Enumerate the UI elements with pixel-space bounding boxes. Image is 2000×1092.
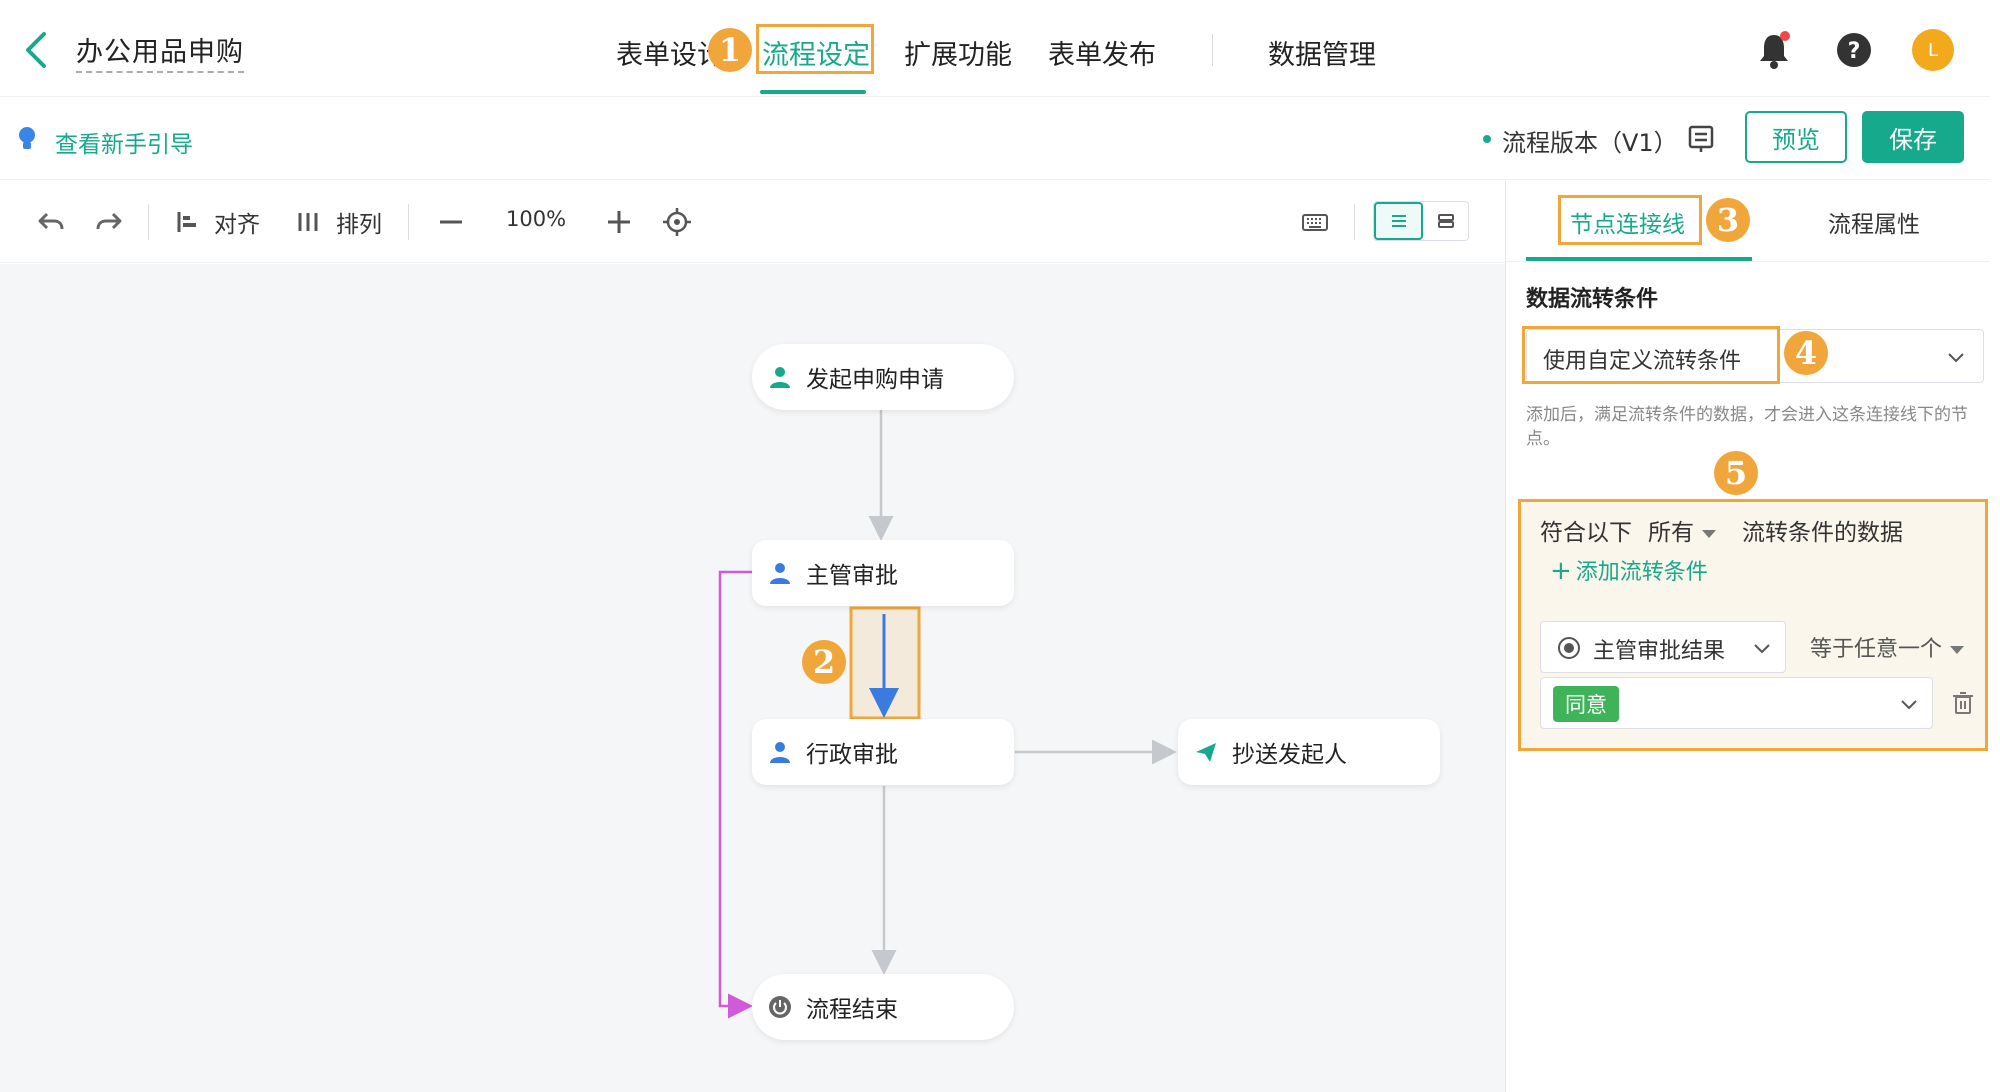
condition-field-select[interactable]: 主管审批结果 [1540, 621, 1786, 673]
approver-icon [770, 742, 790, 763]
power-icon [769, 996, 791, 1018]
step-badge-3: 3 [1706, 198, 1750, 242]
match-scope-value: 所有 [1648, 520, 1694, 546]
help-icon[interactable]: ? [1836, 32, 1872, 68]
preview-button[interactable]: 预览 [1745, 111, 1847, 163]
condition-mode-value: 使用自定义流转条件 [1543, 349, 1742, 374]
step-badge-1: 1 [708, 28, 752, 72]
initiator-icon [770, 367, 790, 388]
toolbar-divider [1354, 204, 1355, 240]
lightbulb-icon [19, 127, 35, 149]
step-badge-2: 2 [802, 640, 846, 684]
match-suffix: 流转条件的数据 [1742, 520, 1903, 546]
chevron-down-icon [1948, 353, 1964, 363]
approver-icon [770, 563, 790, 584]
tab-data-management[interactable]: 数据管理 [1268, 40, 1376, 71]
canvas-toolbar: 对齐 排列 100% [0, 181, 1505, 263]
section-title: 数据流转条件 [1526, 287, 1659, 312]
user-avatar[interactable]: L [1912, 29, 1954, 71]
flow-node-manager-approval[interactable]: 主管审批 [752, 540, 1014, 606]
app-title[interactable]: 办公用品申购 [76, 30, 244, 73]
value-tag[interactable]: 同意 [1553, 686, 1619, 722]
caret-down-icon [1950, 646, 1965, 654]
notification-bell-icon[interactable] [1756, 30, 1792, 70]
step-badge-4: 4 [1784, 331, 1828, 375]
back-arrow-icon[interactable] [22, 28, 52, 72]
tab-node-connector[interactable]: 节点连接线 [1570, 212, 1685, 238]
save-button[interactable]: 保存 [1862, 111, 1964, 163]
view-mode-toggle[interactable] [1373, 201, 1469, 241]
zoom-out-icon[interactable] [436, 207, 466, 237]
caret-down-icon [1702, 529, 1716, 538]
flow-node-admin-approval[interactable]: 行政审批 [752, 719, 1014, 785]
redo-icon[interactable] [94, 207, 124, 237]
condition-hint: 添加后，满足流转条件的数据，才会进入这条连接线下的节点。 [1526, 405, 1968, 449]
step-badge-5: 5 [1714, 451, 1758, 495]
delete-condition-icon[interactable] [1952, 691, 1974, 715]
zoom-in-icon[interactable] [604, 207, 634, 237]
arrange-icon[interactable] [294, 207, 324, 237]
top-bar: 办公用品申购 表单设计 流程设定 扩展功能 表单发布 数据管理 1 ? L [0, 0, 1990, 97]
match-prefix: 符合以下 [1540, 520, 1632, 546]
flow-node-cc-initiator[interactable]: 抄送发起人 [1178, 719, 1440, 785]
align-icon[interactable] [174, 207, 204, 237]
match-scope-select[interactable]: 所有 [1648, 513, 1716, 547]
panel-tabs-divider [1506, 261, 1991, 262]
flow-node-start[interactable]: 发起申购申请 [752, 344, 1014, 410]
add-condition-button[interactable]: +添加流转条件 [1550, 554, 1708, 586]
condition-operator-select[interactable]: 等于任意一个 [1810, 631, 1965, 663]
version-status-dot [1483, 135, 1491, 143]
zoom-level: 100% [506, 207, 567, 231]
condition-operator-value: 等于任意一个 [1810, 637, 1943, 662]
keyboard-icon[interactable] [1300, 207, 1330, 237]
tab-extensions[interactable]: 扩展功能 [904, 40, 1012, 71]
active-panel-tab-indicator [1526, 257, 1752, 261]
node-label: 行政审批 [806, 742, 898, 768]
chevron-down-icon [1754, 644, 1770, 654]
condition-group: 符合以下 所有 流转条件的数据 +添加流转条件 主管审批结果 等于任意一个 同意 [1520, 501, 1985, 749]
locate-center-icon[interactable] [662, 207, 692, 237]
flow-node-end[interactable]: 流程结束 [752, 974, 1014, 1040]
card-view-icon [1437, 214, 1454, 228]
card-view-option[interactable] [1423, 202, 1468, 240]
svg-text:?: ? [1848, 39, 1861, 64]
active-tab-indicator [760, 90, 866, 94]
align-label[interactable]: 对齐 [214, 212, 260, 238]
toolbar-divider [408, 204, 409, 240]
send-icon [1196, 743, 1216, 762]
arrange-label[interactable]: 排列 [336, 212, 382, 238]
radio-field-icon [1558, 637, 1580, 659]
beginner-guide-link[interactable]: 查看新手引导 [55, 132, 193, 158]
edge-manager-reject-to-end[interactable] [718, 570, 753, 1019]
window-edge [1990, 0, 2000, 1092]
condition-field-value: 主管审批结果 [1593, 639, 1726, 664]
undo-icon[interactable] [36, 207, 66, 237]
tab-flow-properties[interactable]: 流程属性 [1828, 212, 1920, 238]
document-icon[interactable] [1688, 125, 1714, 153]
node-label: 发起申购申请 [806, 367, 944, 393]
tab-flow-settings[interactable]: 流程设定 [762, 40, 870, 71]
node-label: 抄送发起人 [1232, 742, 1347, 768]
condition-mode-select[interactable]: 使用自定义流转条件 [1526, 329, 1984, 383]
flow-connectors [718, 410, 1177, 1019]
tab-form-design[interactable]: 表单设计 [616, 40, 724, 71]
add-condition-label: 添加流转条件 [1575, 560, 1708, 585]
flow-canvas[interactable]: 2 发起申购申请 主管审批 行政审批 抄送发起人 流程结 [0, 264, 1505, 1092]
tab-form-publish[interactable]: 表单发布 [1048, 40, 1156, 71]
plus-icon: + [1550, 556, 1572, 586]
toolbar-divider [148, 204, 149, 240]
node-label: 流程结束 [806, 997, 898, 1023]
chevron-down-icon [1901, 700, 1917, 710]
properties-panel: 节点连接线 流程属性 3 数据流转条件 使用自定义流转条件 4 添加后，满足流转… [1505, 181, 1991, 1092]
flow-version-selector[interactable]: 流程版本（V1） [1502, 129, 1678, 157]
node-label: 主管审批 [806, 563, 898, 589]
sub-bar: 查看新手引导 流程版本（V1） 预览 保存 [0, 98, 1990, 180]
list-view-option[interactable] [1374, 202, 1423, 240]
list-view-icon [1391, 215, 1406, 227]
condition-value-select[interactable]: 同意 [1540, 677, 1933, 729]
nav-divider [1212, 34, 1213, 66]
